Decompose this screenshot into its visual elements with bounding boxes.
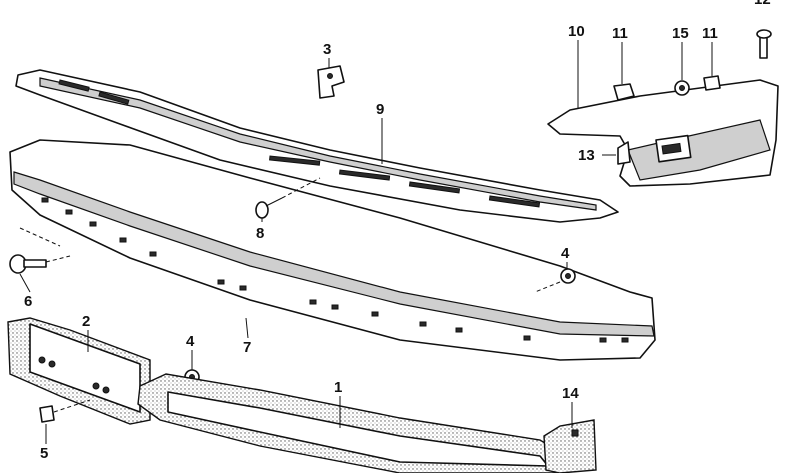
callout-4-lower: 4 [186,333,195,350]
part-3-bracket [317,65,345,99]
callout-4-upper: 4 [561,245,570,262]
part-8-screw [255,177,321,219]
part-7-bumper-bar [9,139,656,361]
part-5-clip [39,399,91,423]
callout-15: 15 [672,25,689,42]
callout-labels: 3 9 10 11 15 11 12 13 8 6 4 7 2 4 5 1 14 [24,0,771,462]
part-11-clip-right [703,75,721,91]
callout-9: 9 [376,101,384,118]
callout-3: 3 [323,41,331,58]
callout-8: 8 [256,225,264,242]
callout-14: 14 [562,385,579,402]
part-10-end-cap [547,79,779,187]
callout-1: 1 [334,379,342,396]
part-11-clip-left [613,83,635,101]
callout-7: 7 [243,339,251,356]
callout-12: 12 [754,0,771,8]
part-6-bolt [9,227,71,274]
part-2-left-bracket [7,317,151,425]
callout-11-left: 11 [612,25,628,42]
callout-6: 6 [24,293,32,310]
part-14-end-block [543,419,597,473]
part-15-nut [674,80,690,96]
leader-lines [19,40,713,444]
part-1-impact-absorber [137,373,561,473]
part-13-grommet [617,141,631,165]
part-9-slots [58,79,541,208]
part-9-upper-cover-strip [15,69,619,223]
callout-5: 5 [40,445,48,462]
callout-11-right: 11 [702,25,718,42]
part-12-screw [756,29,772,59]
callout-10: 10 [568,23,585,40]
part-7-mounting-holes [41,197,629,343]
callout-2: 2 [82,313,90,330]
part-4-nut-upper [534,268,576,293]
callout-13: 13 [578,147,595,164]
